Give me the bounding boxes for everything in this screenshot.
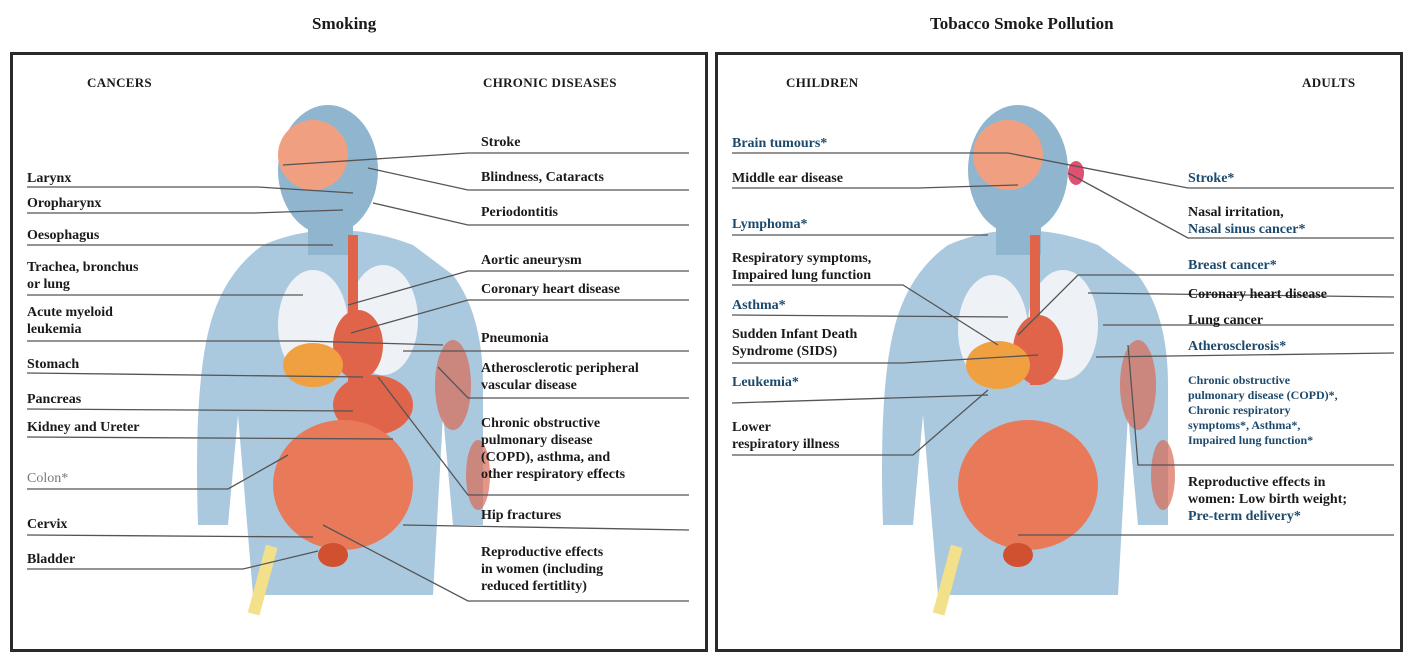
smoking-panel: CANCERS CHRONIC DISEASES Larynx Orophary…: [10, 52, 708, 652]
label-coronary-heart-disease: Coronary heart disease: [481, 282, 620, 298]
column-header-children: CHILDREN: [786, 75, 858, 91]
label-colon: Colon*: [27, 471, 68, 487]
label-respiratory-illness: respiratory illness: [732, 437, 839, 453]
label-copd-line2: pulmonary disease: [481, 433, 593, 449]
label-impaired-lung-function: Impaired lung function: [732, 268, 871, 284]
label-respiratory-symptoms: Respiratory symptoms,: [732, 251, 871, 267]
panel-title-tobacco-smoke-pollution: Tobacco Smoke Pollution: [930, 14, 1114, 34]
label-coronary-heart-disease-adults: Coronary heart disease: [1188, 287, 1327, 303]
label-reproductive-line1: Reproductive effects: [481, 545, 603, 561]
label-pre-term-delivery: Pre-term delivery*: [1188, 509, 1301, 525]
label-middle-ear-disease: Middle ear disease: [732, 171, 843, 187]
label-blindness-cataracts: Blindness, Cataracts: [481, 170, 604, 186]
label-stroke: Stroke: [481, 135, 520, 151]
label-pancreas: Pancreas: [27, 392, 81, 408]
label-cervix: Cervix: [27, 517, 67, 533]
label-reproductive-line2: in women (including: [481, 562, 603, 578]
label-copd-adults-line3: Chronic respiratory: [1188, 403, 1291, 417]
label-oesophagus: Oesophagus: [27, 228, 99, 244]
column-header-chronic-diseases: CHRONIC DISEASES: [483, 75, 617, 91]
label-lung-cancer: Lung cancer: [1188, 313, 1263, 329]
label-hip-fractures: Hip fractures: [481, 508, 561, 524]
label-atherosclerosis: Atherosclerosis*: [1188, 339, 1286, 355]
label-nasal-irritation: Nasal irritation,: [1188, 205, 1284, 221]
label-sids-line2: Syndrome (SIDS): [732, 344, 837, 360]
label-periodontitis: Periodontitis: [481, 205, 558, 221]
label-copd-adults-line5: Impaired lung function*: [1188, 433, 1313, 447]
label-lymphoma: Lymphoma*: [732, 217, 807, 233]
label-atherosclerotic-peripheral: Atherosclerotic peripheral: [481, 361, 639, 377]
label-brain-tumours: Brain tumours*: [732, 136, 827, 152]
label-reproductive-adults-line2: women: Low birth weight;: [1188, 492, 1347, 508]
label-or-lung: or lung: [27, 277, 70, 293]
label-bladder: Bladder: [27, 552, 75, 568]
label-stomach: Stomach: [27, 357, 79, 373]
label-reproductive-adults-line1: Reproductive effects in: [1188, 475, 1325, 491]
label-trachea-bronchus: Trachea, bronchus: [27, 260, 139, 276]
label-stroke-adults: Stroke*: [1188, 171, 1234, 187]
label-asthma: Asthma*: [732, 298, 786, 314]
label-aortic-aneurysm: Aortic aneurysm: [481, 253, 582, 269]
label-breast-cancer: Breast cancer*: [1188, 258, 1277, 274]
label-copd-line1: Chronic obstructive: [481, 416, 600, 432]
column-header-adults: ADULTS: [1302, 75, 1355, 91]
label-copd-line3: (COPD), asthma, and: [481, 450, 610, 466]
label-reproductive-line3: reduced fertitlity): [481, 579, 587, 595]
panel-title-smoking: Smoking: [312, 14, 376, 34]
leader-lines-left: [13, 55, 708, 652]
label-kidney-ureter: Kidney and Ureter: [27, 420, 140, 436]
label-lower: Lower: [732, 420, 771, 436]
label-oropharynx: Oropharynx: [27, 196, 101, 212]
label-copd-adults-line1: Chronic obstructive: [1188, 373, 1290, 387]
label-copd-adults-line2: pulmonary disease (COPD)*,: [1188, 388, 1338, 402]
label-leukemia: leukemia: [27, 322, 81, 338]
label-nasal-sinus-cancer: Nasal sinus cancer*: [1188, 222, 1305, 238]
label-copd-line4: other respiratory effects: [481, 467, 625, 483]
label-larynx: Larynx: [27, 171, 71, 187]
label-sids-line1: Sudden Infant Death: [732, 327, 857, 343]
label-acute-myeloid: Acute myeloid: [27, 305, 113, 321]
label-vascular-disease: vascular disease: [481, 378, 577, 394]
label-copd-adults-line4: symptoms*, Asthma*,: [1188, 418, 1300, 432]
tobacco-smoke-pollution-panel: CHILDREN ADULTS Brain tumours* Middle ea…: [715, 52, 1403, 652]
label-leukemia-children: Leukemia*: [732, 375, 799, 391]
label-pneumonia: Pneumonia: [481, 331, 549, 347]
column-header-cancers: CANCERS: [87, 75, 152, 91]
